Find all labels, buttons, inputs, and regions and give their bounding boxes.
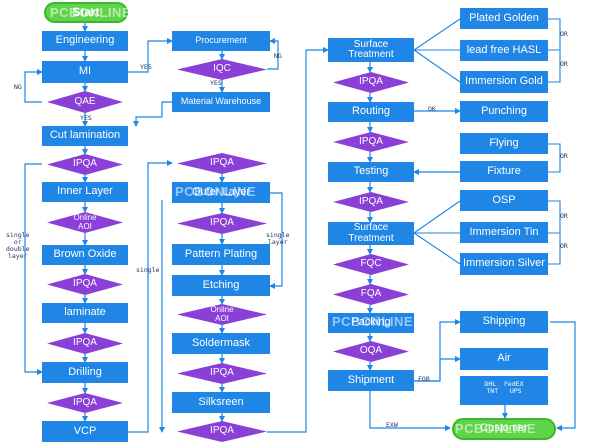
customer-terminal: Customer: [452, 418, 556, 440]
immersion-tin-option: Immersion Tin: [460, 222, 548, 243]
label-single-layer: single layer: [266, 231, 290, 247]
or-bracket-1: [548, 18, 561, 51]
online-aoi-check-2: Online AOI: [177, 304, 267, 325]
qae-decision: QAE: [47, 91, 123, 113]
label-or-2: OR: [560, 60, 568, 68]
label-or-5: OR: [560, 242, 568, 250]
or-bracket-2: [548, 49, 561, 83]
surface-treatment-step-1: Surface Treatment: [328, 38, 414, 62]
osp-option: OSP: [460, 190, 548, 211]
label-yes-mi: YES: [140, 63, 152, 71]
label-fob: FOB: [418, 375, 430, 383]
punching-step: Punching: [460, 101, 548, 122]
ipqa-check-8: IPQA: [177, 421, 267, 442]
plated-golden-option: Plated Golden: [460, 8, 548, 29]
brown-oxide-step: Brown Oxide: [42, 245, 128, 265]
vcp-step: VCP: [42, 421, 128, 442]
arrow-warehouse-cut: [133, 101, 172, 127]
etching-step: Etching: [172, 275, 270, 296]
drilling-step: Drilling: [42, 362, 128, 383]
engineering-step: Engineering: [42, 31, 128, 51]
fan-surface-plated: [413, 18, 461, 51]
courier-names: DHL FedEX TNT UPS: [484, 380, 524, 396]
silkscreen-step: Silksreen: [172, 392, 270, 413]
courier-panel: [460, 376, 548, 405]
ipqa-check-9: IPQA: [333, 72, 409, 93]
lead-free-hasl-option: lead free HASL: [460, 40, 548, 61]
inner-layer-step: Inner Layer: [42, 182, 128, 202]
or-bracket-4: [548, 200, 561, 234]
ipqa-check-7: IPQA: [177, 363, 267, 384]
label-yes-qae: YES: [80, 114, 92, 122]
label-ok-punching: OK: [428, 105, 436, 113]
soldermask-step: Soldermask: [172, 333, 270, 354]
fqa-check: FQA: [333, 284, 409, 305]
or-bracket-3: [548, 143, 561, 173]
ipqa-check-4: IPQA: [47, 393, 123, 413]
packing-step: Packing: [328, 313, 414, 333]
ipqa-check-10: IPQA: [333, 132, 409, 152]
routing-step: Routing: [328, 102, 414, 122]
arrow-qae-ng-mi: [24, 69, 43, 103]
fqc-check: FQC: [333, 254, 409, 275]
procurement-step: Procurement: [172, 31, 270, 51]
fan-surface2-osp: [413, 200, 461, 234]
testing-step: Testing: [328, 162, 414, 182]
label-or-1: OR: [560, 30, 568, 38]
cut-lamination-step: Cut lamination: [42, 126, 128, 146]
arrow-iqc-ng-procurement: [267, 38, 279, 70]
ipqa-check-3: IPQA: [47, 333, 123, 354]
or-bracket-5: [548, 232, 561, 265]
arrow-ipqa-surface: [267, 47, 329, 433]
arrow-vcp-ipqa-col2: [128, 160, 173, 433]
pattern-plating-step: Pattern Plating: [172, 244, 270, 265]
outer-layer-step: Outer Layer: [172, 182, 270, 203]
ipqa-check-6: IPQA: [177, 213, 267, 234]
fan-surface-immersion-gold: [413, 49, 461, 83]
label-ng-qae: NG: [14, 83, 22, 91]
iqc-decision: IQC: [177, 59, 267, 80]
arrow-shipment-air: [414, 356, 461, 382]
flying-probe-option: Flying: [460, 133, 548, 154]
label-or-4: OR: [560, 212, 568, 220]
surface-treatment-step-2: Surface Treatment: [328, 222, 414, 245]
ipqa-check-11: IPQA: [333, 192, 409, 212]
arrow-ipqa-single-drilling: [24, 163, 43, 375]
laminate-step: laminate: [42, 303, 128, 323]
label-ng-iqc: NG: [274, 52, 282, 60]
arrow-shipment-shipping: [414, 319, 461, 382]
label-or-3: OR: [560, 152, 568, 160]
ipqa-check-5: IPQA: [177, 153, 267, 174]
label-yes-iqc: YES: [210, 79, 222, 87]
label-single-or-double-layer: single or double layer: [6, 231, 30, 261]
ipqa-check-2: IPQA: [47, 274, 123, 295]
ipqa-check-1: IPQA: [47, 154, 123, 175]
oqa-check: OQA: [333, 341, 409, 362]
fixture-option: Fixture: [460, 161, 548, 182]
online-aoi-check-1: Online AOI: [47, 212, 123, 233]
arrow-shipment-exw: [369, 391, 451, 431]
immersion-silver-option: Immersion Silver: [460, 253, 548, 275]
shipment-step: Shipment: [328, 370, 414, 391]
air-option: Air: [460, 348, 548, 370]
label-exw: EXW: [386, 421, 398, 429]
shipping-option: Shipping: [460, 311, 548, 333]
start-terminal: Start: [44, 2, 128, 23]
immersion-gold-option: Immersion Gold: [460, 71, 548, 93]
arrow-shipping-customer: [550, 321, 576, 431]
label-single: single: [136, 266, 160, 274]
fan-surface2-silver: [413, 232, 461, 265]
arrow-single-layer-etching: [269, 192, 283, 289]
mi-step: MI: [42, 61, 128, 83]
arrow-mi-procurement: [128, 38, 173, 73]
material-warehouse-step: Material Warehouse: [172, 92, 270, 112]
